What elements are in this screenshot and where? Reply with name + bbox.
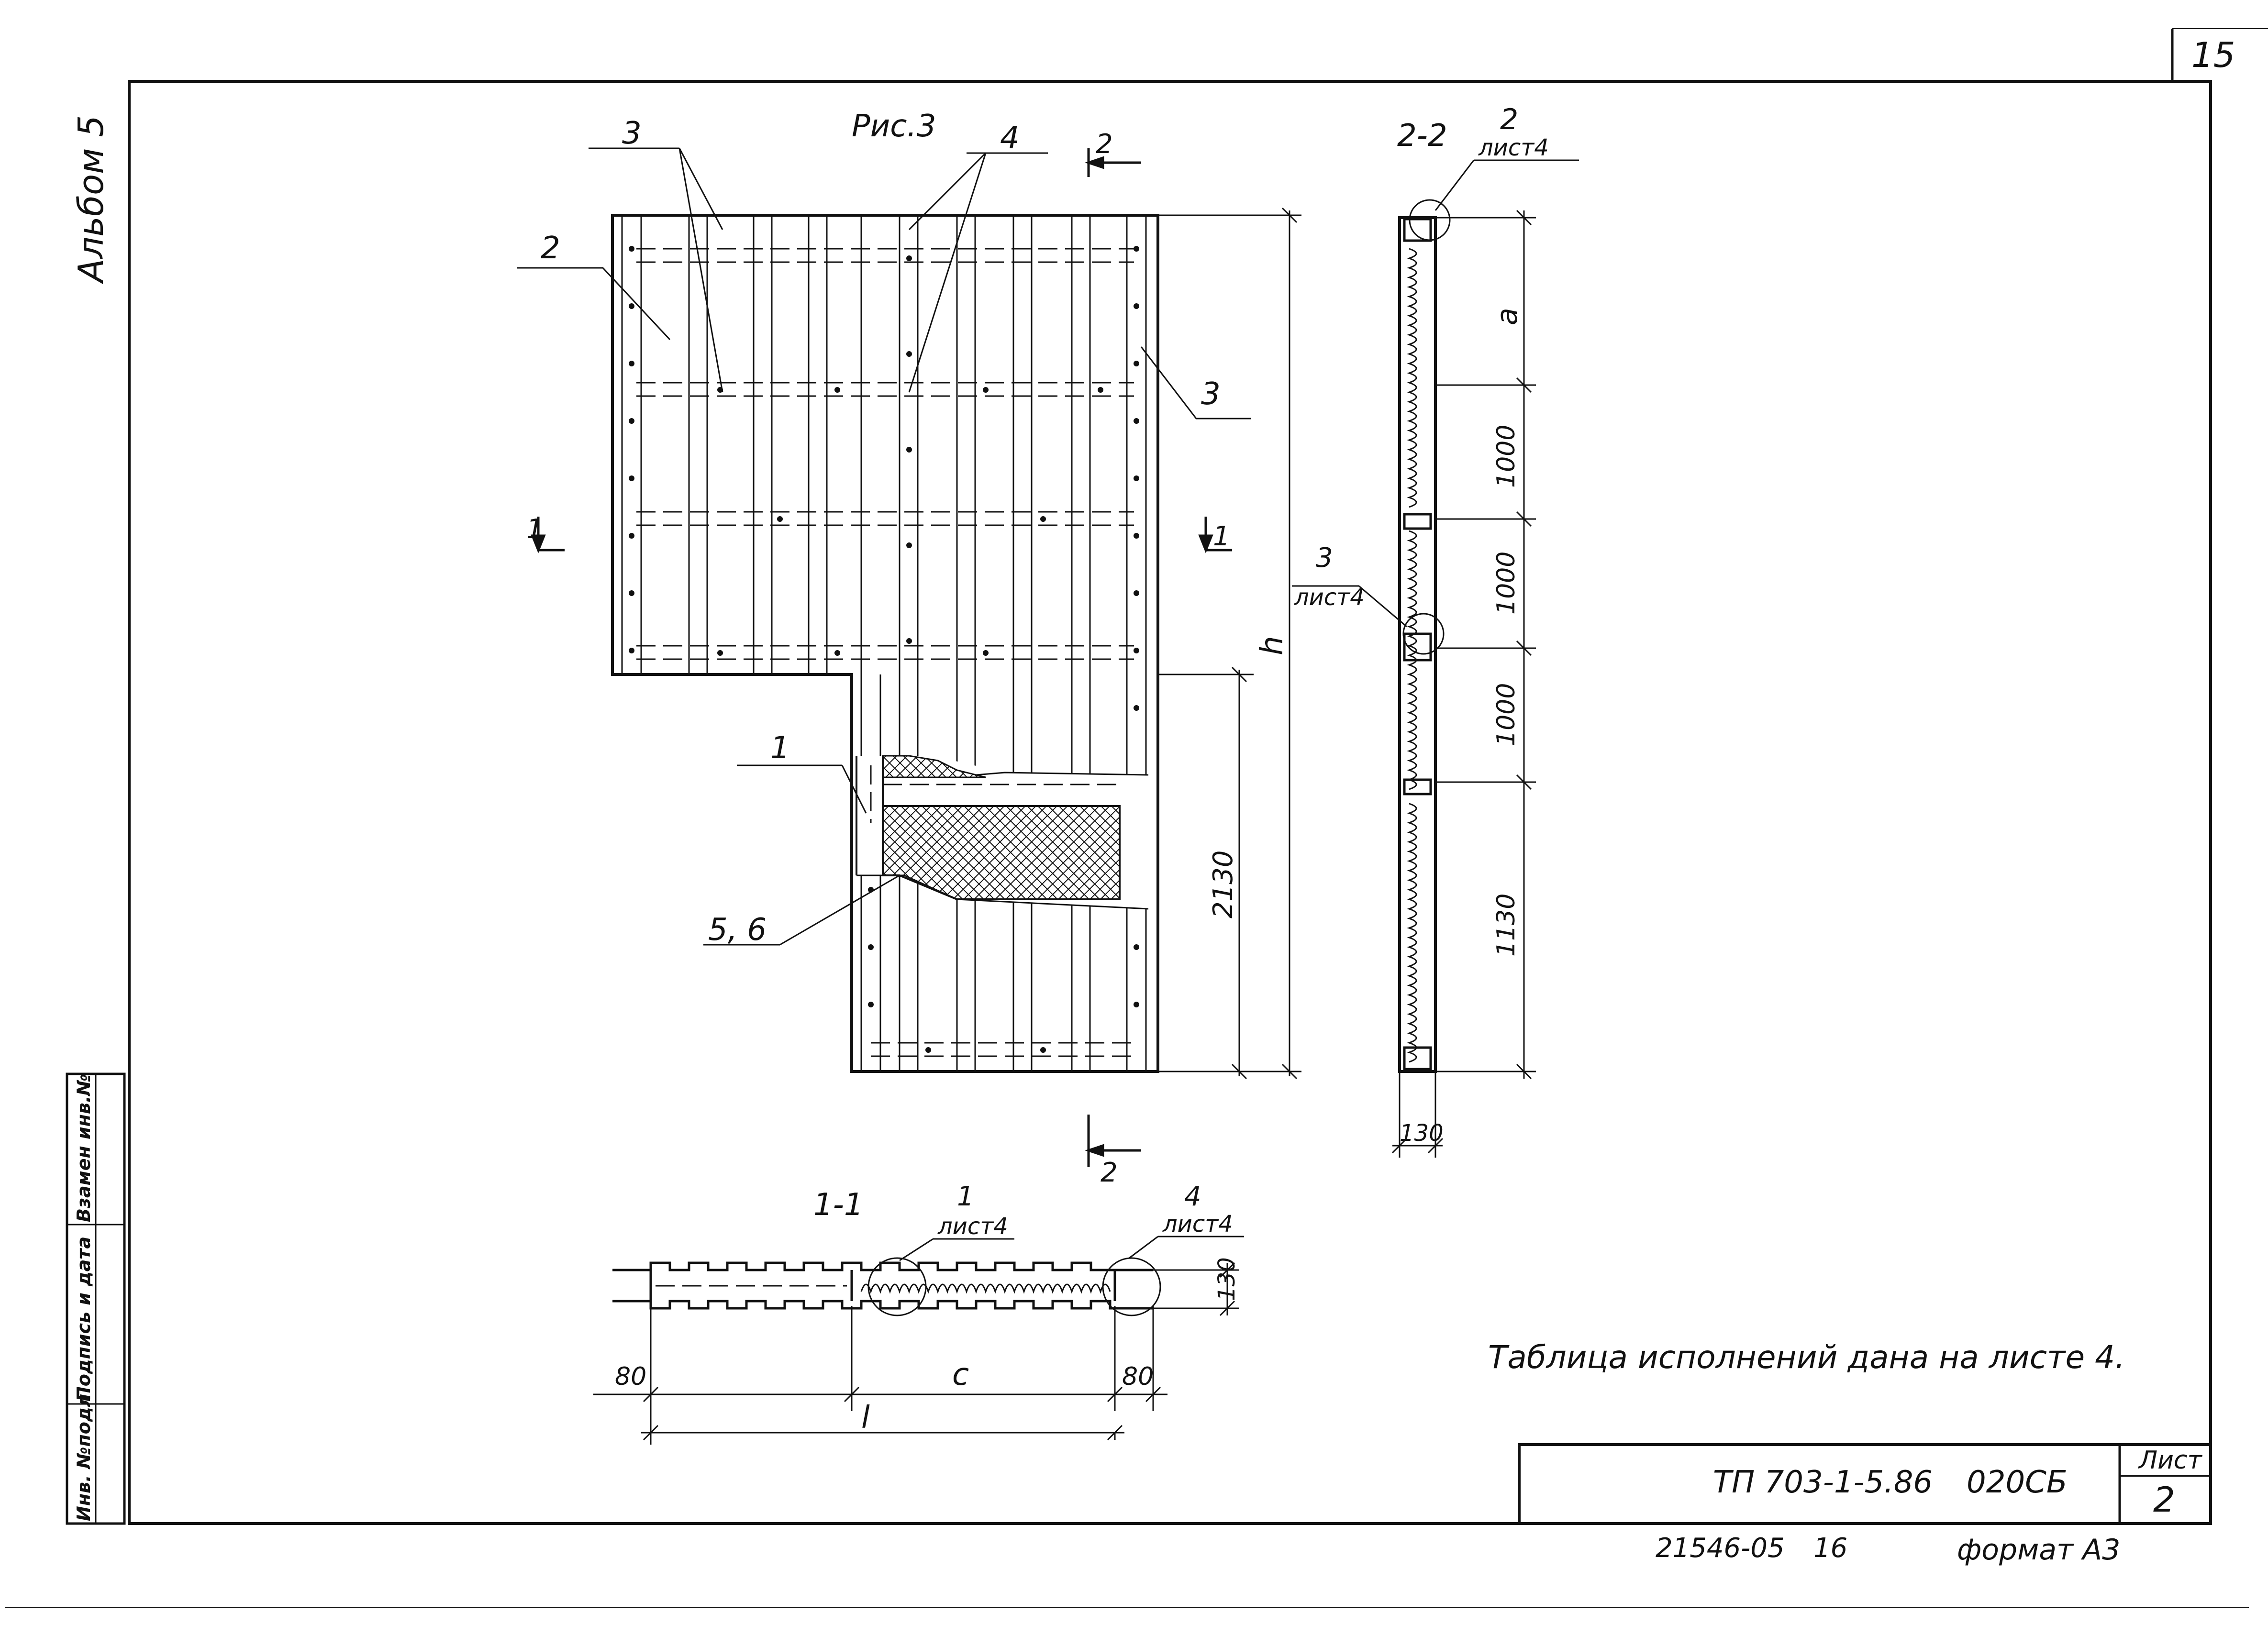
stamp-replace-inv: Взамен инв.№	[73, 1074, 94, 1222]
section-1-1-ref-b-num: 4	[1184, 1181, 1201, 1212]
sheet-number: 2	[2153, 1480, 2175, 1520]
footer-copy-number: 16	[1813, 1533, 1847, 1564]
leader-lines	[517, 147, 1251, 946]
dim-80-right: 80	[1122, 1362, 1154, 1391]
section-2-2-leaders	[1292, 159, 1579, 628]
dim-a: a	[1490, 308, 1524, 325]
figure-title: Рис.3	[852, 109, 936, 144]
cut-1-right-label: 1	[1213, 521, 1230, 552]
stamp-sign-date: Подпись и дата	[73, 1237, 94, 1402]
section-2-2-ref-mid-num: 3	[1316, 542, 1333, 574]
side-stamp	[66, 1072, 126, 1525]
section-2-2-ref-mid-sheet: лист4	[1294, 584, 1365, 611]
dim-130-section-1-1: 130	[1213, 1257, 1240, 1301]
cut-2-bottom-label: 2	[1101, 1157, 1118, 1188]
dim-l: l	[861, 1400, 870, 1436]
callout-3-top: 3	[622, 116, 642, 151]
sheet-frame	[5, 28, 2268, 1608]
sheet-label: Лист	[2138, 1446, 2202, 1475]
section-1-1	[612, 1257, 1161, 1316]
footer-format: формат А3	[1957, 1533, 2120, 1567]
section-1-1-ref-b-sheet: лист4	[1162, 1211, 1233, 1237]
stamp-inv-no: Инв. №подл	[73, 1394, 94, 1521]
album-label: Альбом 5	[71, 115, 111, 284]
section-2-2-title: 2-2	[1397, 118, 1447, 154]
title-block	[1518, 1443, 2212, 1525]
dim-130-section-2-2: 130	[1400, 1120, 1444, 1147]
callout-5-6: 5, 6	[708, 912, 767, 948]
panel-elevation	[611, 214, 1159, 1073]
section-2-2-ref-top-sheet: лист4	[1478, 134, 1549, 161]
cut-2-top-label: 2	[1096, 129, 1113, 160]
callout-3-right: 3	[1201, 376, 1221, 412]
dim-h: h	[1255, 636, 1290, 655]
section-2-2	[1398, 199, 1451, 1073]
table-note: Таблица исполнений дана на листе 4.	[1488, 1339, 2125, 1376]
dim-1000-c: 1000	[1492, 683, 1521, 746]
dim-80-left: 80	[615, 1362, 646, 1391]
doc-code: ТП 703-1-5.86	[1713, 1465, 1933, 1500]
dim-2130: 2130	[1208, 850, 1239, 918]
section-1-1-ref-a-num: 1	[957, 1181, 974, 1212]
dim-1130: 1130	[1492, 894, 1521, 957]
section-1-1-ref-a-sheet: лист4	[937, 1213, 1008, 1240]
cut-1-left-label: 1	[526, 514, 544, 545]
section-2-2-dimensions	[1391, 210, 1536, 1158]
dim-c: c	[952, 1357, 969, 1392]
elevation-dimensions	[1158, 207, 1301, 1080]
dim-1000-b: 1000	[1492, 552, 1521, 615]
dim-1000-a: 1000	[1492, 425, 1521, 488]
cut-markers	[531, 148, 1232, 1167]
callout-4: 4	[1000, 121, 1020, 156]
page-number: 15	[2191, 35, 2235, 75]
section-1-1-dimensions	[593, 1262, 1239, 1445]
section-2-2-ref-top-num: 2	[1500, 103, 1518, 136]
callout-1: 1	[770, 730, 790, 766]
section-1-1-leaders	[899, 1236, 1244, 1261]
footer-inv-number: 21546-05	[1656, 1533, 1785, 1564]
doc-mark: 020СБ	[1967, 1465, 2068, 1500]
section-1-1-title: 1-1	[813, 1187, 864, 1223]
callout-2: 2	[541, 231, 560, 266]
